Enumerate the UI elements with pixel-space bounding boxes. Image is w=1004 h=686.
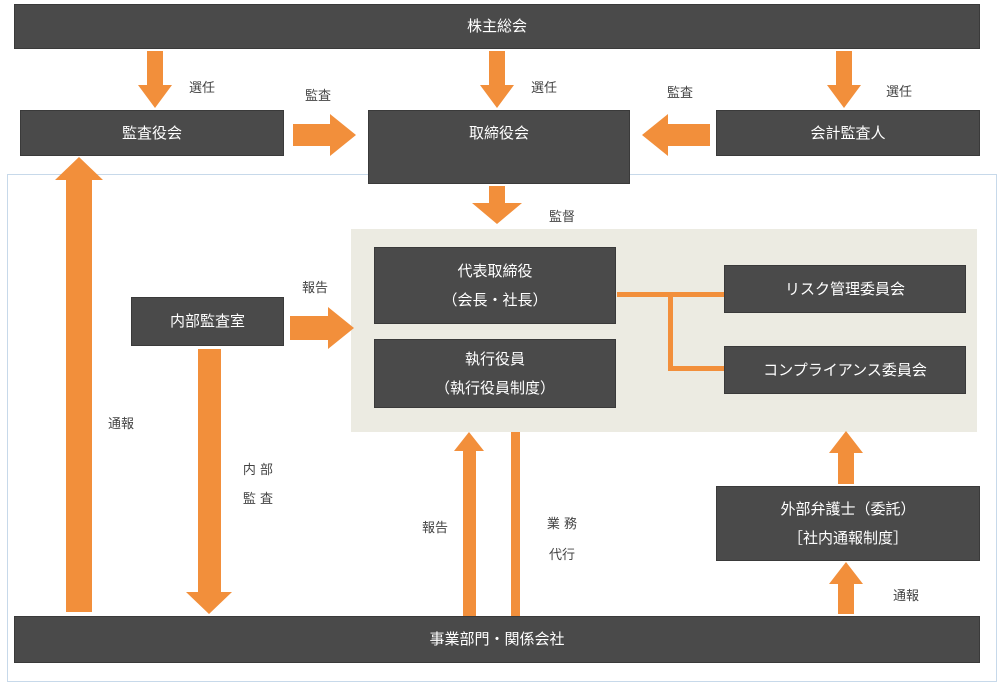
executive-box: 執行役員 （執行役員制度）	[374, 339, 616, 408]
whistle-left-label: 通報	[108, 417, 135, 432]
audit-right-label: 監査	[667, 86, 694, 101]
arrow-supervise	[472, 186, 522, 224]
compliance-committee-box: コンプライアンス委員会	[724, 346, 966, 394]
arrow-report-bottom	[454, 432, 484, 616]
arrow-elect-auditors	[138, 51, 172, 108]
arrow-elect-accounting-auditor	[827, 51, 861, 108]
elect-right-label: 選任	[886, 85, 913, 100]
audit-left-label: 監査	[305, 89, 332, 104]
president-label-2: （会長・社長）	[442, 290, 548, 309]
lawyer-label-2: ［社内通報制度］	[787, 528, 908, 547]
accounting-auditor-label: 会計監査人	[810, 123, 886, 142]
arrow-lawyer-up	[829, 431, 863, 484]
risk-committee-box: リスク管理委員会	[724, 265, 966, 313]
board-box: 取締役会	[368, 110, 630, 184]
executive-label-1: 執行役員	[464, 350, 525, 368]
auditors-label: 監査役会	[121, 123, 182, 142]
whistle-right-label: 通報	[893, 589, 920, 604]
internal-audit-vertical-2: 監 査	[242, 492, 274, 507]
shareholders-label: 株主総会	[466, 17, 527, 36]
report-internal-label: 報告	[302, 281, 329, 296]
supervise-label: 監督	[549, 210, 576, 225]
business-exec-vertical-1: 業 務	[546, 517, 578, 532]
report-bottom-label: 報告	[422, 521, 449, 536]
connector-compliance	[668, 366, 725, 371]
arrow-whistle-right	[829, 562, 863, 614]
line-business-exec	[511, 432, 520, 616]
lawyer-label-1: 外部弁護士（委託）	[780, 500, 916, 518]
business-box: 事業部門・関係会社	[14, 616, 980, 663]
business-label: 事業部門・関係会社	[429, 630, 565, 649]
arrow-audit-right	[642, 114, 710, 156]
connector-risk	[668, 292, 725, 297]
accounting-auditor-box: 会計監査人	[716, 110, 980, 156]
arrow-whistle-left	[55, 157, 103, 612]
president-box: 代表取締役 （会長・社長）	[374, 247, 616, 324]
elect-center-label: 選任	[531, 81, 558, 96]
internal-audit-vertical-1: 内 部	[242, 463, 274, 478]
internal-audit-box: 内部監査室	[131, 297, 284, 346]
risk-committee-label: リスク管理委員会	[784, 279, 905, 298]
internal-audit-label: 内部監査室	[169, 312, 245, 331]
lawyer-box: 外部弁護士（委託） ［社内通報制度］	[716, 486, 980, 561]
executive-label-2: （執行役員制度）	[434, 378, 555, 397]
arrow-report-internal	[290, 307, 354, 349]
president-label-1: 代表取締役	[457, 262, 533, 280]
compliance-committee-label: コンプライアンス委員会	[763, 360, 927, 379]
arrow-internal-audit	[186, 349, 232, 614]
connector-president	[617, 292, 672, 297]
arrow-elect-board	[480, 51, 514, 108]
board-label: 取締役会	[468, 124, 529, 142]
elect-left-label: 選任	[189, 81, 216, 96]
connector-vertical	[668, 292, 673, 371]
arrow-audit-left	[293, 114, 356, 156]
auditors-box: 監査役会	[20, 110, 284, 156]
business-exec-vertical-2: 代行	[548, 548, 575, 563]
shareholders-box: 株主総会	[14, 4, 980, 49]
